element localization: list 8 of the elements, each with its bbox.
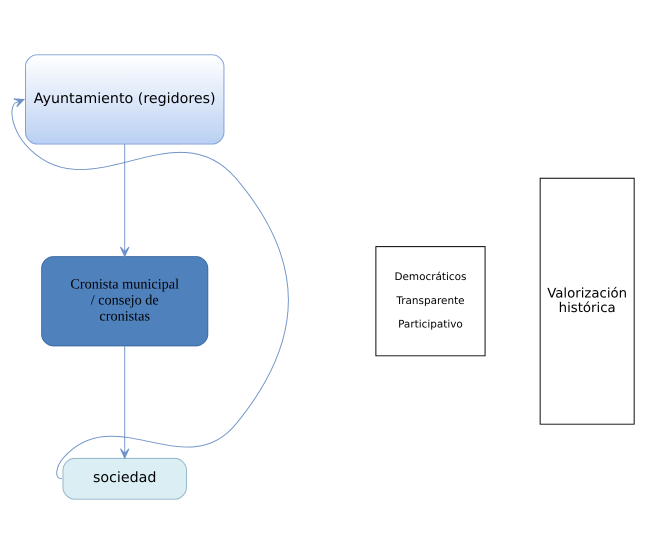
node-box: Valorización histórica — [540, 177, 635, 424]
arrow — [120, 345, 130, 458]
arrow — [120, 143, 130, 256]
node-box: Democráticos Transparente Participativo — [375, 246, 486, 356]
node-box: sociedad — [62, 457, 187, 500]
arrow — [12, 98, 289, 479]
node-box: Cronista municipal / consejo de cronistas — [41, 256, 208, 346]
node-box: Ayuntamiento (regidores) — [25, 54, 224, 144]
